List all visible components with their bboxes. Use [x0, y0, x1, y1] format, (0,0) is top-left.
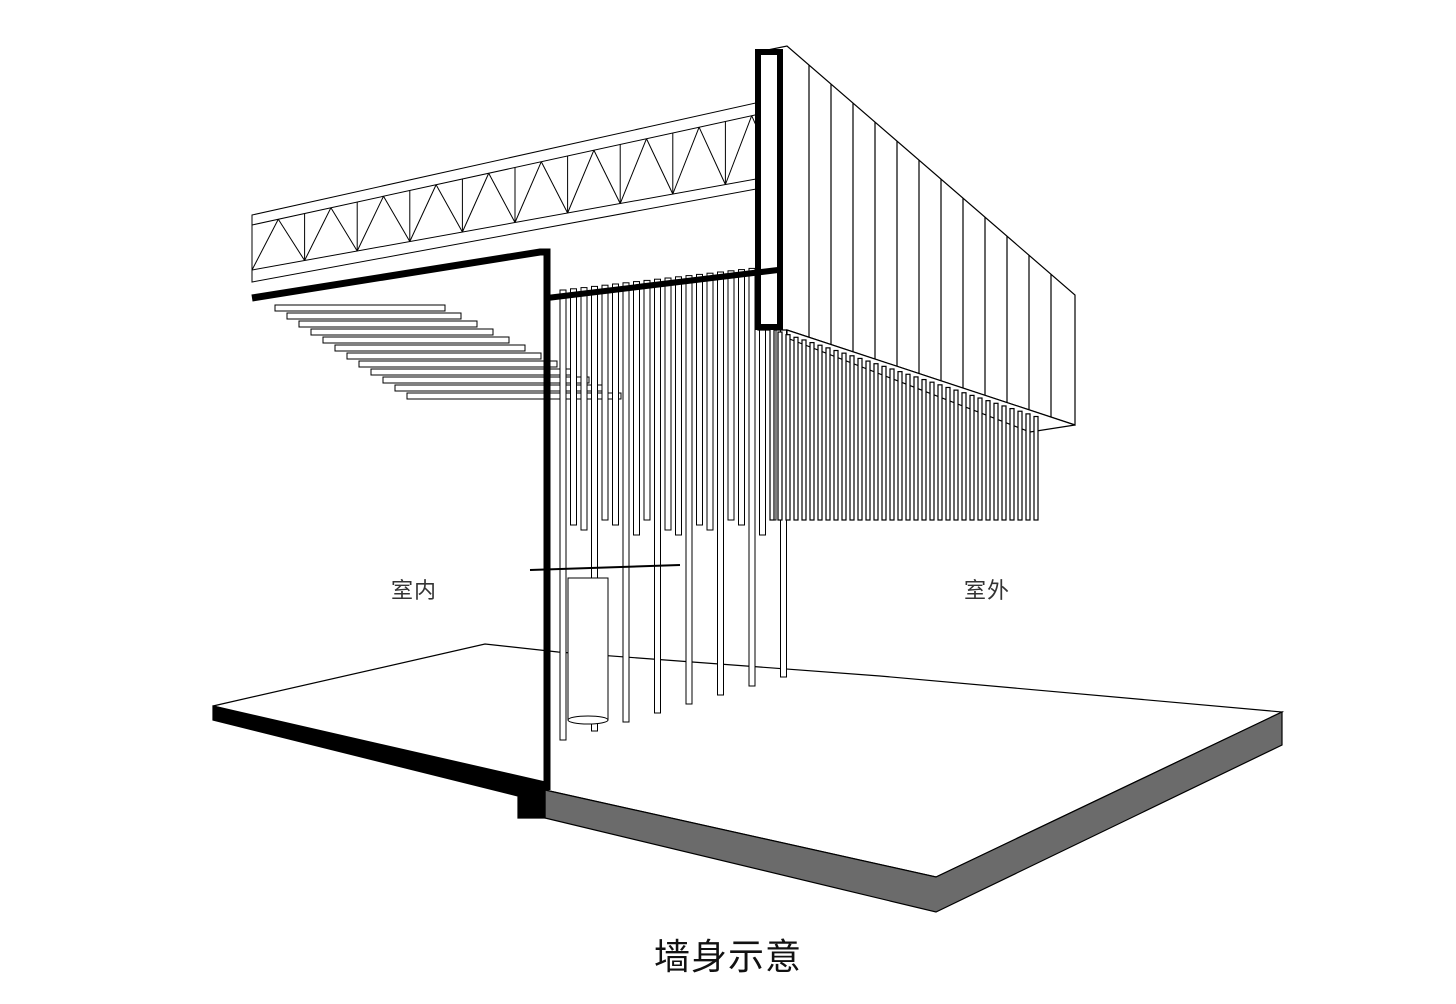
- vertical-fin: [664, 277, 672, 531]
- vertical-fin: [685, 275, 693, 705]
- ceiling-slat: [358, 360, 558, 368]
- exterior-hanging-fin: [825, 347, 831, 521]
- truss-member: [304, 207, 332, 261]
- vertical-fin: [570, 288, 577, 526]
- vertical-fin: [612, 283, 619, 526]
- ceiling-slat: [370, 368, 574, 376]
- exterior-hanging-fin: [945, 386, 951, 521]
- truss-member: [698, 127, 726, 185]
- truss-member: [488, 172, 516, 223]
- truss-member: [567, 150, 595, 214]
- vertical-fin: [675, 276, 682, 536]
- ceiling-slat: [334, 344, 526, 352]
- section-cut-lines: [251, 49, 783, 790]
- vertical-fin: [643, 279, 651, 521]
- exterior-hanging-fin: [769, 328, 775, 521]
- exterior-hanging-fin: [841, 352, 847, 521]
- ceiling-slat: [298, 320, 478, 328]
- vertical-fin: [591, 285, 598, 732]
- truss-member: [646, 138, 674, 195]
- interior-label: 室内: [391, 579, 438, 604]
- exterior-hanging-fin: [849, 355, 855, 521]
- exterior-hanging-fin: [1001, 405, 1007, 521]
- vertical-fin: [748, 267, 756, 687]
- exterior-hanging-fin: [777, 331, 783, 521]
- truss-member: [461, 173, 490, 233]
- truss-member: [435, 184, 463, 233]
- exterior-hanging-fin: [977, 397, 983, 521]
- truss-member: [540, 161, 569, 214]
- exterior-hanging-fin: [889, 368, 895, 521]
- vertical-fin: [601, 284, 609, 521]
- exterior-hanging-fin: [993, 402, 999, 521]
- truss-member: [277, 218, 306, 261]
- vertical-fin: [696, 273, 703, 526]
- exterior-hanging-fin: [873, 363, 879, 521]
- vertical-fin: [706, 272, 714, 531]
- ceiling-slat: [286, 312, 462, 320]
- vertical-fin: [727, 270, 735, 521]
- exterior-hanging-fin: [809, 341, 815, 521]
- ceiling-slat: [310, 328, 494, 336]
- exterior-hanging-fin: [913, 376, 919, 521]
- vertical-fin: [738, 269, 745, 526]
- exterior-hanging-fin: [953, 389, 959, 521]
- truss-member: [383, 195, 411, 242]
- exterior-hanging-fin: [801, 339, 807, 521]
- exterior-hanging-fin: [897, 371, 903, 521]
- exterior-hanging-fin: [905, 373, 911, 521]
- truss-member: [356, 196, 384, 252]
- ceiling-slat: [382, 376, 590, 384]
- exterior-hanging-fin: [929, 381, 935, 521]
- exterior-hanging-fin: [857, 357, 863, 521]
- exterior-hanging-fin: [833, 349, 839, 521]
- exterior-label: 室外: [964, 579, 1011, 604]
- truss-member: [672, 127, 700, 195]
- exterior-hanging-fin: [793, 336, 799, 521]
- exterior-hanging-fin: [961, 392, 967, 521]
- exterior-hanging-fin: [1017, 410, 1023, 521]
- exterior-hanging-fin: [1009, 407, 1015, 521]
- exterior-hanging-fin: [937, 384, 943, 521]
- truss-member: [409, 184, 437, 242]
- exterior-hanging-fin: [865, 360, 871, 521]
- exterior-hanging-fin: [921, 378, 927, 521]
- ceiling-slat: [322, 336, 510, 344]
- ground-slab: [212, 643, 1285, 913]
- truss-member: [619, 138, 647, 204]
- truss-member: [724, 115, 753, 185]
- exterior-hanging-fin: [969, 394, 975, 521]
- exterior-hanging-fin: [881, 365, 887, 521]
- vertical-fin: [559, 289, 567, 741]
- diagram-caption: 墙身示意: [653, 937, 802, 978]
- truss-member: [330, 207, 358, 252]
- exterior-hanging-fin: [1033, 415, 1039, 521]
- truss-member: [514, 161, 542, 223]
- exterior-hanging-fin: [817, 344, 823, 521]
- exterior-hanging-fin: [1025, 413, 1031, 521]
- ceiling-slat: [406, 392, 622, 400]
- interior-ceiling-slats: [274, 304, 622, 400]
- cylinder-column: [567, 577, 609, 725]
- truss-member: [593, 150, 621, 204]
- exterior-hanging-fin: [985, 400, 991, 521]
- vertical-fin: [717, 271, 724, 696]
- exterior-hanging-fin: [785, 334, 791, 521]
- ceiling-slat: [346, 352, 542, 360]
- vertical-fin: [654, 278, 661, 714]
- vertical-fin: [622, 282, 630, 723]
- ceiling-slat: [274, 304, 446, 312]
- exterior-canopy-volume: [757, 45, 1076, 521]
- truss-member: [251, 219, 279, 271]
- vertical-fin: [580, 287, 588, 531]
- vertical-fin: [633, 281, 640, 536]
